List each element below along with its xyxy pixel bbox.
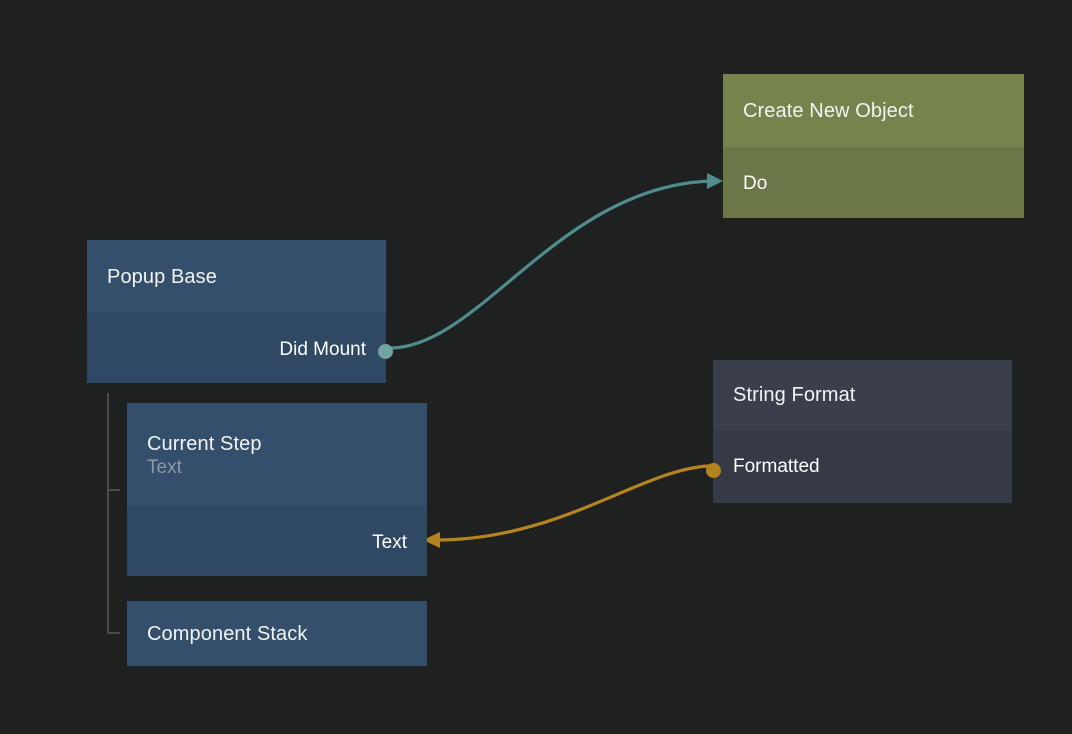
tree-connector-branch-component-stack — [107, 632, 120, 634]
edge-did-mount-to-do — [388, 179, 714, 350]
node-popup-base-body: Did Mount — [87, 313, 393, 383]
node-string-format-body: Formatted — [706, 430, 1012, 503]
node-popup-base[interactable]: Popup Base Did Mount — [87, 240, 393, 383]
port-label-formatted: Formatted — [733, 456, 820, 477]
node-popup-base-header[interactable]: Popup Base — [87, 240, 386, 313]
port-dot-did-mount[interactable] — [378, 344, 393, 359]
node-popup-base-title: Popup Base — [107, 265, 217, 288]
node-current-step-subtitle: Text — [147, 457, 182, 478]
node-current-step[interactable]: Current Step Text Text — [127, 403, 427, 576]
port-row-did-mount[interactable]: Did Mount — [107, 333, 366, 367]
port-row-current-step-text[interactable]: Text — [147, 526, 407, 560]
node-component-stack-title: Component Stack — [147, 622, 308, 645]
port-label-current-step-text: Text — [372, 532, 407, 553]
node-create-new-object-header[interactable]: Create New Object — [723, 74, 1024, 147]
tree-connector-trunk — [107, 393, 109, 634]
edge-did-mount-to-do-arrowhead — [707, 173, 723, 189]
node-string-format-title: String Format — [733, 384, 856, 406]
node-current-step-title: Current Step — [147, 433, 262, 455]
node-current-step-header[interactable]: Current Step Text — [127, 403, 427, 506]
node-create-new-object[interactable]: Create New Object Do — [723, 74, 1024, 218]
port-row-formatted[interactable]: Formatted — [733, 450, 992, 484]
port-dot-formatted[interactable] — [706, 463, 721, 478]
port-label-do: Do — [743, 173, 768, 194]
node-string-format[interactable]: String Format Formatted — [706, 360, 1012, 503]
edge-formatted-to-text — [434, 464, 710, 542]
node-string-format-header[interactable]: String Format — [713, 360, 1012, 430]
node-component-stack-header[interactable]: Component Stack — [127, 601, 427, 666]
node-create-new-object-title: Create New Object — [743, 99, 914, 122]
tree-connector-branch-current-step — [107, 489, 120, 491]
port-row-do[interactable]: Do — [743, 167, 1004, 201]
node-component-stack[interactable]: Component Stack — [127, 601, 427, 666]
node-current-step-body: Text — [127, 506, 427, 576]
node-create-new-object-body: Do — [723, 147, 1024, 218]
port-label-did-mount: Did Mount — [279, 339, 366, 360]
